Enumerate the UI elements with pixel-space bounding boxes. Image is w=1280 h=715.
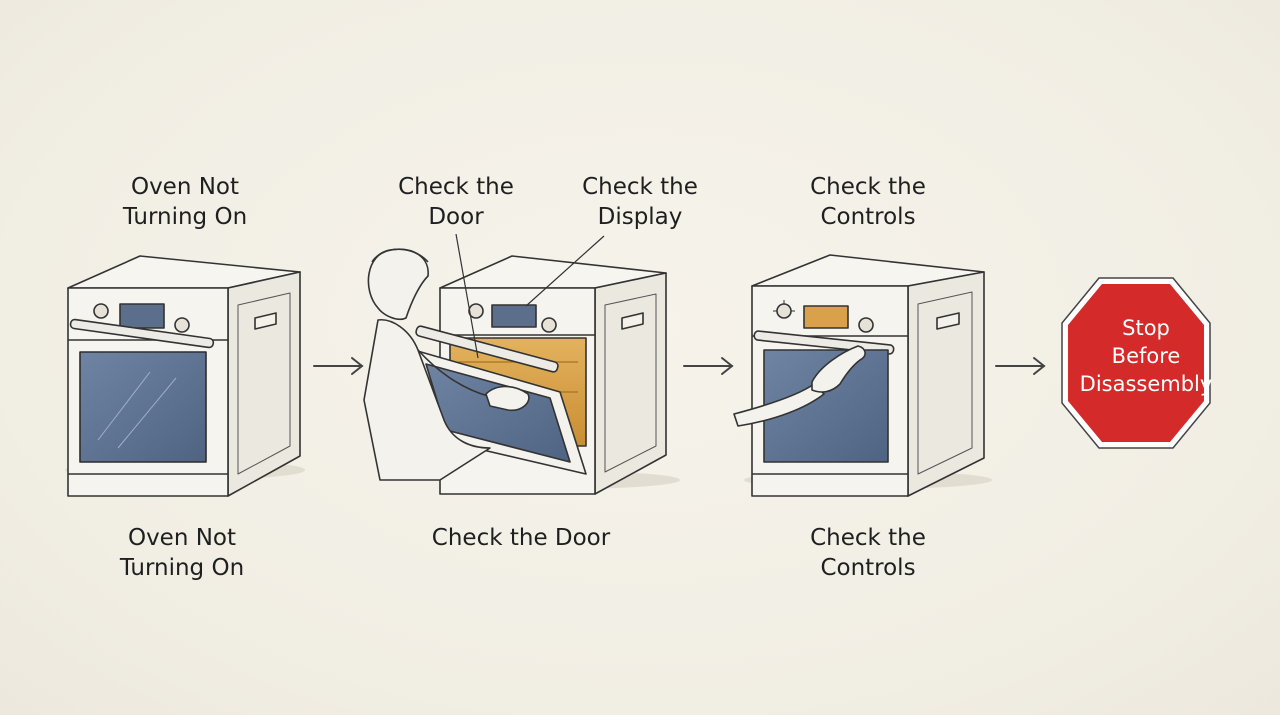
top-label-check-display-line-1: Check the — [582, 174, 698, 200]
display-leader-line — [525, 235, 605, 307]
bottom-label-oven-not-turning-on-line-1: Oven Not — [127, 525, 237, 551]
oven-2-icon — [363, 248, 680, 495]
bottom-label-check-door: Check the Door — [420, 523, 622, 553]
bottom-label-oven-not-turning-on: Oven Not Turning On — [96, 523, 268, 583]
right-arrow-icon — [683, 357, 734, 375]
top-label-check-display: Check the Display — [564, 172, 716, 232]
stop-sign-line-2: Before — [1111, 344, 1181, 368]
oven-3-icon — [733, 254, 992, 497]
top-label-check-display-line-2: Display — [597, 204, 683, 230]
bottom-label-check-controls: Check the Controls — [792, 523, 944, 583]
top-label-check-door-line-1: Check the — [398, 174, 514, 200]
door-leader-line — [455, 233, 479, 359]
right-arrow-icon — [313, 357, 364, 375]
bottom-label-oven-not-turning-on-line-2: Turning On — [119, 555, 245, 581]
bottom-label-check-door-text: Check the Door — [431, 525, 611, 551]
top-label-check-controls-line-1: Check the — [810, 174, 926, 200]
bottom-label-check-controls-line-1: Check the — [810, 525, 926, 551]
stop-sign-text: Stop Before Disassembly — [1060, 314, 1232, 398]
right-arrow-icon — [995, 357, 1046, 375]
top-label-oven-not-turning-on-line-2: Turning On — [122, 204, 248, 230]
top-label-check-door: Check the Door — [380, 172, 532, 232]
top-label-check-controls: Check the Controls — [792, 172, 944, 232]
top-label-oven-not-turning-on: Oven Not Turning On — [100, 172, 270, 232]
stop-sign-icon — [1061, 277, 1211, 449]
top-label-oven-not-turning-on-line-1: Oven Not — [130, 174, 240, 200]
stop-sign-line-1: Stop — [1122, 316, 1170, 340]
oven-1-icon — [65, 255, 305, 497]
stop-sign-line-3: Disassembly — [1079, 372, 1213, 396]
top-label-check-door-line-2: Door — [428, 204, 484, 230]
top-label-check-controls-line-2: Controls — [820, 204, 916, 230]
bottom-label-check-controls-line-2: Controls — [820, 555, 916, 581]
